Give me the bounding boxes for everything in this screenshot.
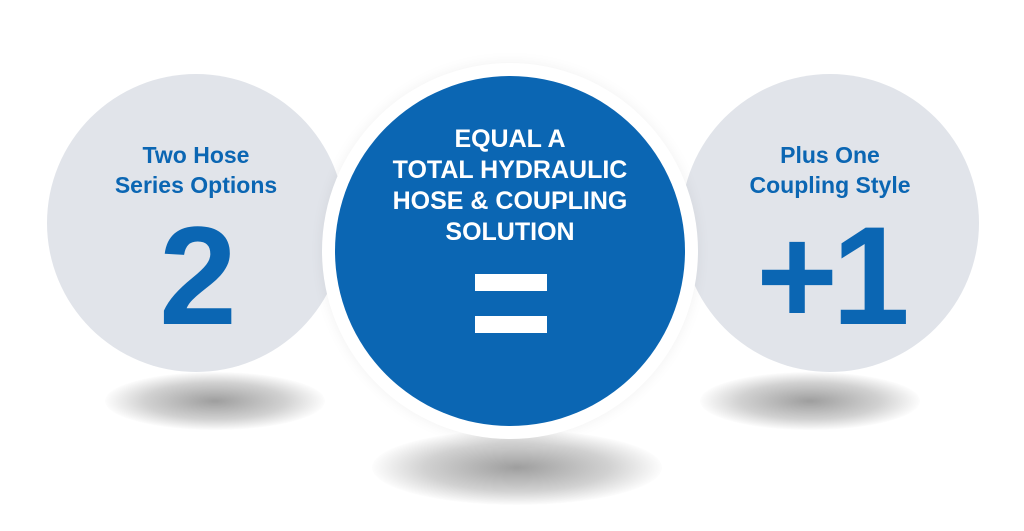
coupling-style-circle: Plus One Coupling Style +1 (681, 74, 979, 372)
solution-circle: EQUAL A TOTAL HYDRAULIC HOSE & COUPLING … (335, 76, 685, 426)
hose-series-number: 2 (159, 197, 237, 354)
center-circle-shadow (372, 430, 662, 505)
coupling-style-caption: Plus One Coupling Style (749, 142, 911, 198)
left-circle-shadow (105, 372, 325, 430)
equals-icon-top-bar (475, 274, 547, 291)
equals-icon-bottom-bar (475, 316, 547, 333)
solution-caption: EQUAL A TOTAL HYDRAULIC HOSE & COUPLING … (392, 125, 628, 246)
hose-series-caption: Two Hose Series Options (114, 142, 278, 198)
coupling-style-number: +1 (756, 197, 910, 354)
right-circle-shadow (700, 372, 920, 430)
hose-series-circle: Two Hose Series Options 2 (47, 74, 345, 372)
